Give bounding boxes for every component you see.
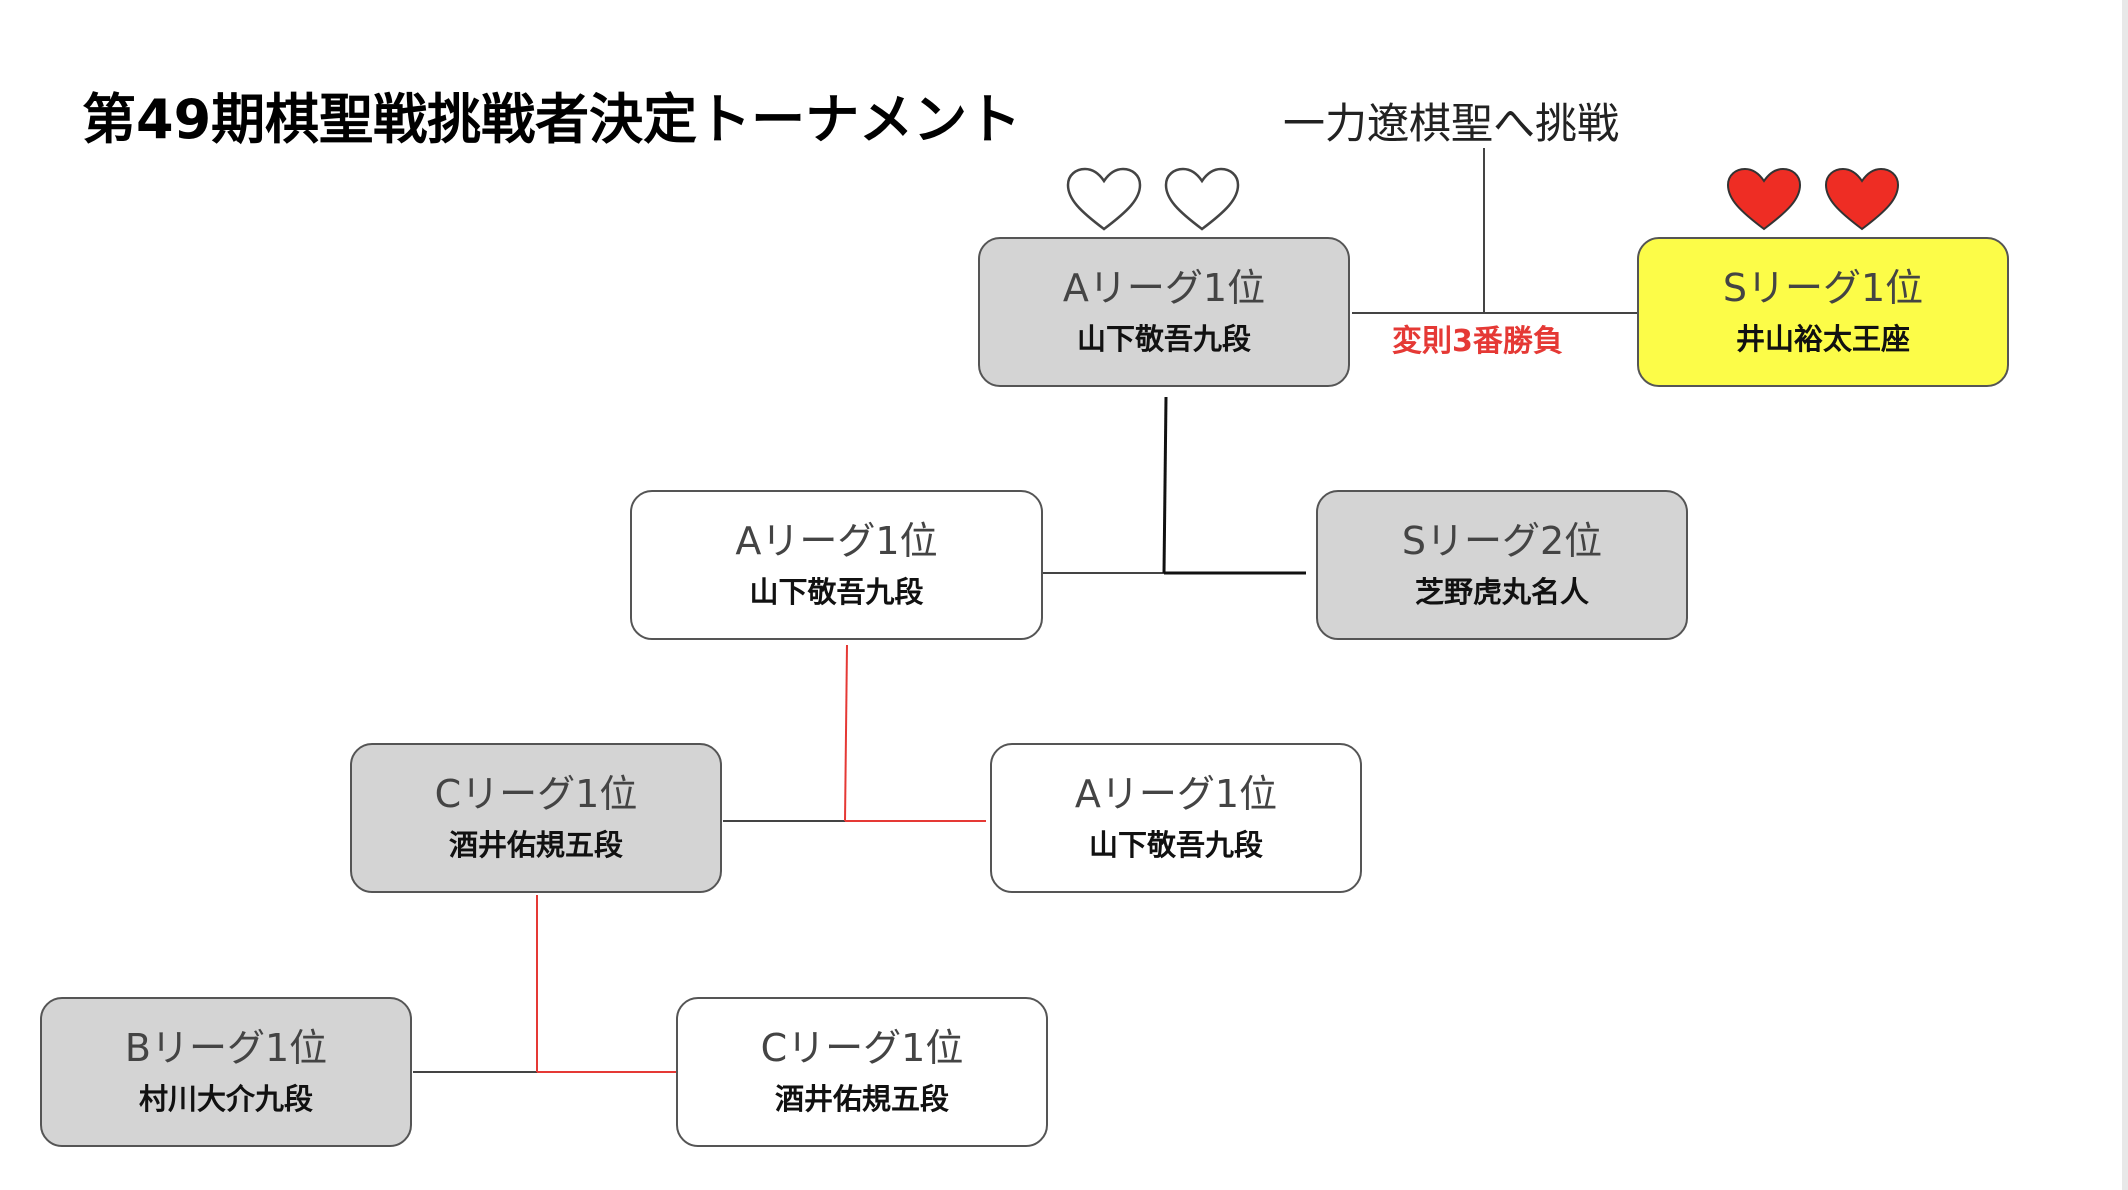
bracket-box-final-left: Aリーグ1位 山下敬吾九段 (978, 237, 1350, 387)
heart-outline-icon (1066, 167, 1142, 231)
bracket-box-r2-right: Aリーグ1位 山下敬吾九段 (990, 743, 1362, 893)
player-name: 山下敬吾九段 (749, 575, 924, 609)
player-name: 井山裕太王座 (1735, 322, 1910, 356)
bracket-box-final-right: Sリーグ1位 井山裕太王座 (1637, 237, 2009, 387)
bracket-box-r1-left: Bリーグ1位 村川大介九段 (40, 997, 412, 1147)
player-name: 酒井佑規五段 (774, 1082, 949, 1116)
heart-outline-icon (1164, 167, 1240, 231)
player-name: 山下敬吾九段 (1088, 828, 1263, 862)
bracket-box-r1-right: Cリーグ1位 酒井佑規五段 (676, 997, 1048, 1147)
r3-winner-up (1162, 396, 1168, 574)
bracket-box-r2-left: Cリーグ1位 酒井佑規五段 (350, 743, 722, 893)
bracket-box-r3-left: Aリーグ1位 山下敬吾九段 (630, 490, 1043, 640)
bracket-box-r3-right: Sリーグ2位 芝野虎丸名人 (1316, 490, 1688, 640)
league-label: Cリーグ1位 (760, 1026, 964, 1070)
r2-winner-up (844, 644, 848, 822)
page-title: 第49期棋聖戦挑戦者決定トーナメント (82, 88, 1022, 151)
league-label: Sリーグ2位 (1401, 519, 1603, 563)
league-label: Aリーグ1位 (1074, 772, 1278, 816)
league-label: Sリーグ1位 (1722, 266, 1924, 310)
player-name: 山下敬吾九段 (1076, 322, 1251, 356)
player-name: 酒井佑規五段 (448, 828, 623, 862)
player-name: 芝野虎丸名人 (1414, 575, 1589, 609)
league-label: Bリーグ1位 (124, 1026, 328, 1070)
heart-filled-icon (1824, 167, 1900, 231)
league-label: Aリーグ1位 (735, 519, 938, 563)
player-name: 村川大介九段 (138, 1082, 313, 1116)
challenge-label: 一力遼棋聖へ挑戦 (1283, 99, 1620, 148)
league-label: Cリーグ1位 (434, 772, 638, 816)
final-match-note: 変則3番勝負 (1392, 324, 1563, 359)
slide-edge (2122, 0, 2128, 1190)
heart-filled-icon (1726, 167, 1802, 231)
league-label: Aリーグ1位 (1062, 266, 1266, 310)
